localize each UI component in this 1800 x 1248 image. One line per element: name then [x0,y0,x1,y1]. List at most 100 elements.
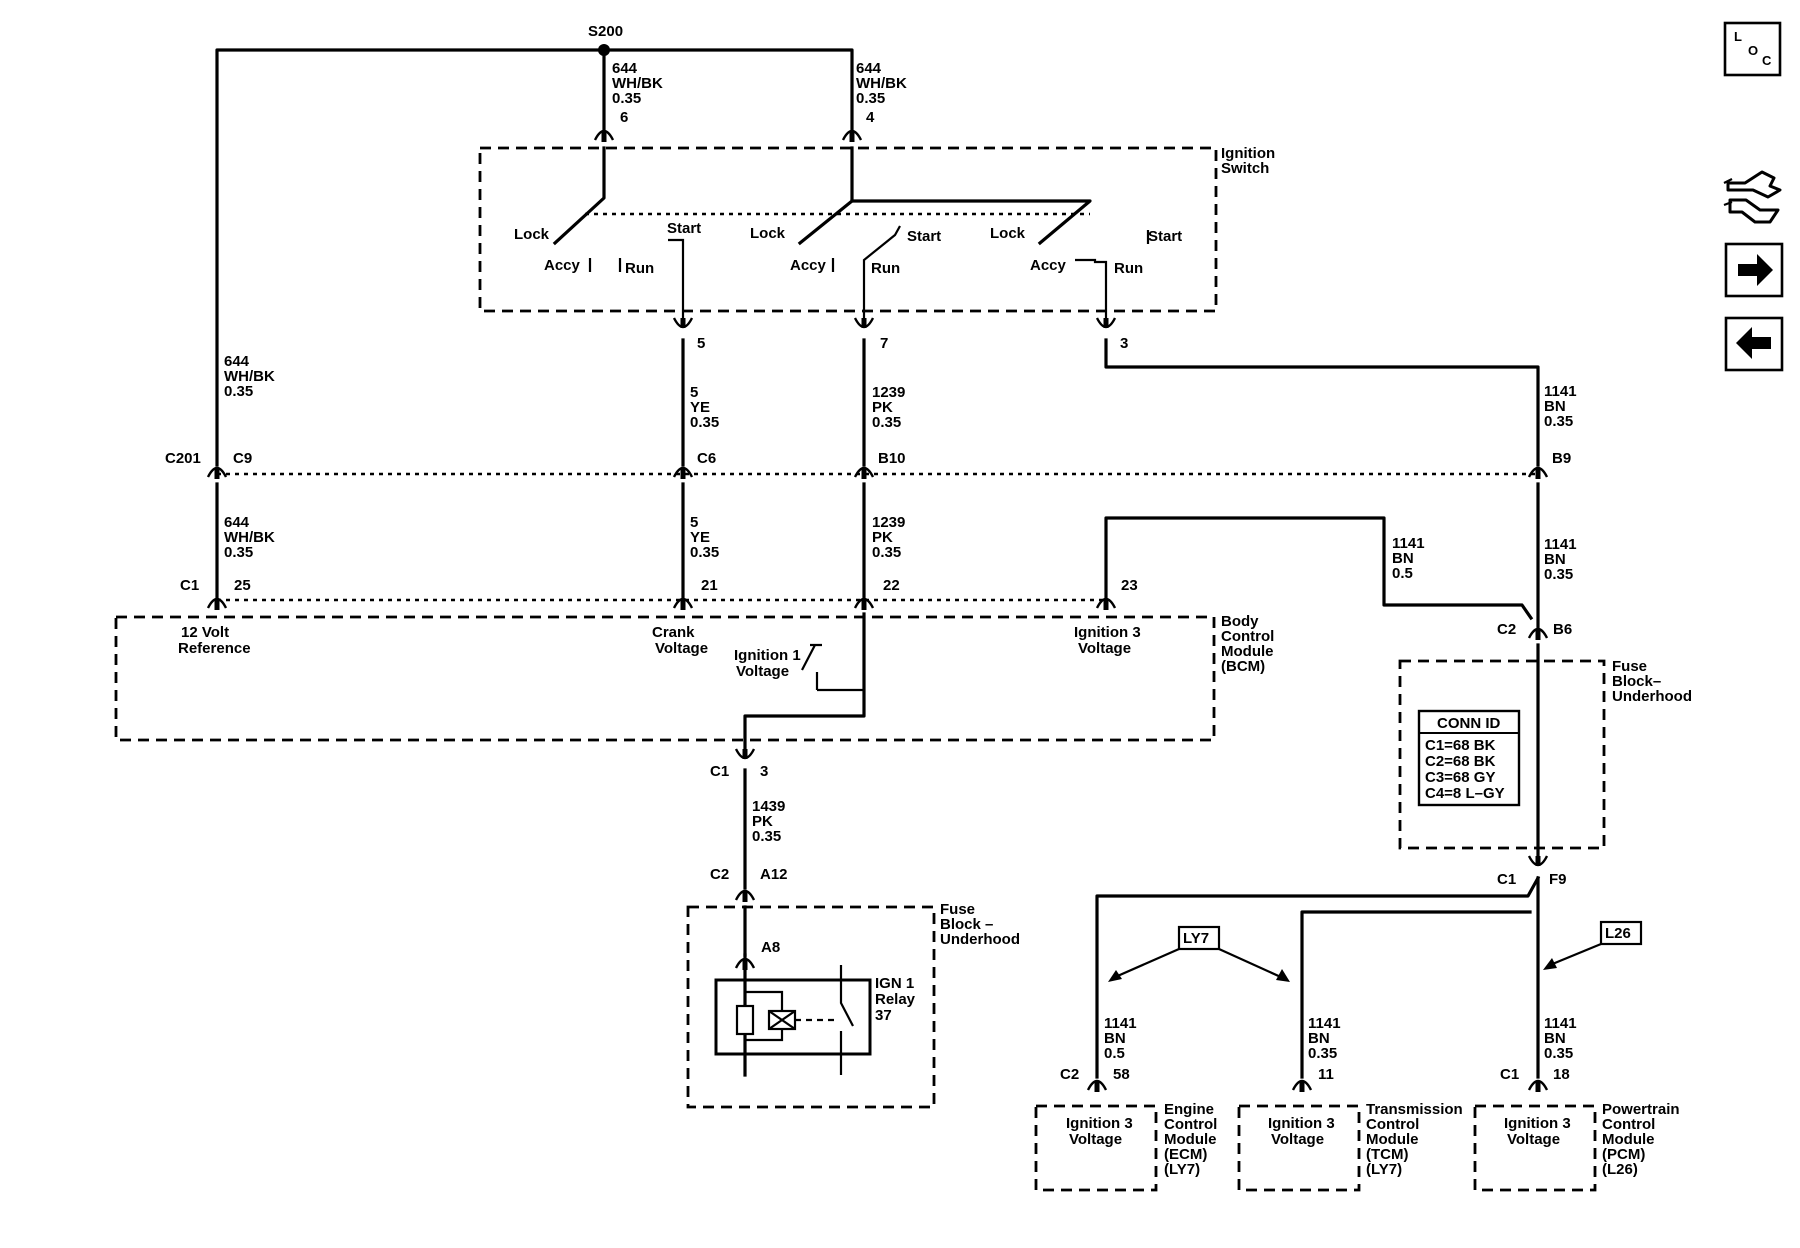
connector-arch [1527,1079,1549,1091]
switch-label-accy-2: Accy [790,257,827,274]
wire-label-1141-b6: 1141 BN 0.35 [1544,536,1577,583]
wire-label-1239-upper: 1239 PK 0.35 [872,384,905,431]
option-ly7-box [1177,925,1221,951]
svg-text:0.35: 0.35 [1544,1045,1573,1062]
connector-arch [853,597,875,609]
pin-label: 58 [1113,1066,1130,1083]
option-l26-box [1599,920,1643,946]
ignition-switch [478,146,1218,322]
bcm-12v-ref-1: 12 Volt [181,624,229,641]
svg-text:BN: BN [1544,1030,1566,1047]
wire-label-644-left-lower: 644 WH/BK 0.35 [224,514,275,561]
conn-id-row: C1=68 BK [1425,737,1496,754]
relay-box [714,978,872,1056]
connector-arch [593,129,615,141]
bcm-box [114,615,1216,742]
svg-text:1239: 1239 [872,384,905,401]
tcm-title: Transmission Control Module (TCM) (LY7) [1366,1101,1463,1178]
svg-text:0.5: 0.5 [1104,1045,1125,1062]
connector-view-button[interactable] [1723,170,1782,224]
switch-label-lock-1: Lock [514,226,550,243]
wire-1141-ecm [1095,875,1541,1079]
svg-text:WH/BK: WH/BK [224,529,275,546]
wire-color: WH/BK [612,75,663,92]
bcm-crank-1: Crank [652,624,695,641]
wire-label-5-upper: 5 YE 0.35 [690,384,719,431]
bcm-ign3-1: Ignition 3 [1074,624,1141,641]
svg-text:0.35: 0.35 [1544,413,1573,430]
connector-label-ecm-c2: C2 [1060,1066,1079,1083]
connector-pin [1299,1082,1305,1092]
connector-pin [742,960,748,970]
svg-text:1141: 1141 [1544,383,1577,400]
ignition-switch-title-2: Switch [1221,160,1269,177]
connector-pin [680,318,686,328]
connector-arch [672,597,694,609]
switch-label-lock-2: Lock [750,225,786,242]
switch-label-run-3: Run [1114,260,1143,277]
connector-arch [206,597,228,609]
switch-stub-start-1 [668,238,685,322]
switch-label-start-3: Start [1148,228,1182,245]
fuse-block-2-title-3: Underhood [940,931,1020,948]
wire-label-1141-bcm: 1141 BN 0.5 [1392,535,1425,582]
svg-text:WH/BK: WH/BK [224,368,275,385]
wire-label-644-sw6: 644 WH/BK 0.35 [612,60,663,107]
prev-button[interactable] [1724,316,1784,372]
connector-pin [680,600,686,610]
svg-text:644: 644 [224,353,250,370]
svg-text:0.35: 0.35 [224,383,253,400]
wire-label-1141-ecm: 1141 BN 0.5 [1104,1015,1137,1062]
pin-label: C9 [233,450,252,467]
ecm-input-2: Voltage [1069,1131,1122,1148]
pin-label: 22 [883,577,900,594]
pin-label: 6 [620,109,628,126]
connector-pin [680,469,686,479]
svg-text:1141: 1141 [1392,535,1425,552]
pin-label: 5 [697,335,705,352]
svg-text:Control: Control [1164,1116,1217,1133]
connector-label-c201: C201 [165,450,201,467]
option-ly7-arrow-left [1108,970,1122,982]
connector-pin [849,132,855,142]
connector-arch [1095,597,1117,609]
bcm-ign1-switch [801,643,822,690]
wire-label-1141-tcm: 1141 BN 0.35 [1308,1015,1341,1062]
loc-button[interactable]: L O C [1723,21,1782,77]
svg-text:BN: BN [1104,1030,1126,1047]
switch-contact-1 [552,146,606,246]
fuse-block-1-title-3: Underhood [1612,688,1692,705]
pin-label: 4 [866,109,875,126]
svg-text:1141: 1141 [1308,1015,1341,1032]
svg-text:Module: Module [1366,1131,1419,1148]
conn-id-row: C2=68 BK [1425,753,1496,770]
svg-text:PK: PK [752,813,773,830]
svg-text:1141: 1141 [1544,1015,1577,1032]
connector-pin [861,469,867,479]
svg-text:0.35: 0.35 [872,414,901,431]
svg-text:PK: PK [872,399,893,416]
connector-arch [841,129,863,141]
ecm-input-1: Ignition 3 [1066,1115,1133,1132]
switch-contact-2 [797,146,854,246]
svg-text:0.35: 0.35 [690,414,719,431]
svg-text:5: 5 [690,384,698,401]
option-l26-arrow [1543,958,1557,970]
connector-pin [1103,600,1109,610]
tcm-input-1: Ignition 3 [1268,1115,1335,1132]
fuse-block-2-box [686,905,936,1109]
wire-label-644-left-upper: 644 WH/BK 0.35 [224,353,275,400]
pin-label: F9 [1549,871,1567,888]
connector-label-bcm-out-c1: C1 [710,763,729,780]
pin-label: B6 [1553,621,1572,638]
pin-label: 18 [1553,1066,1570,1083]
connector-symbols [206,129,1549,1092]
next-button[interactable] [1724,242,1784,298]
connector-arch [734,889,756,901]
connector-pin [861,318,867,328]
splice-dot [598,44,610,56]
bcm-12v-ref-2: Reference [178,640,251,657]
relay-internals [735,953,854,1077]
splice-label: S200 [588,23,623,40]
